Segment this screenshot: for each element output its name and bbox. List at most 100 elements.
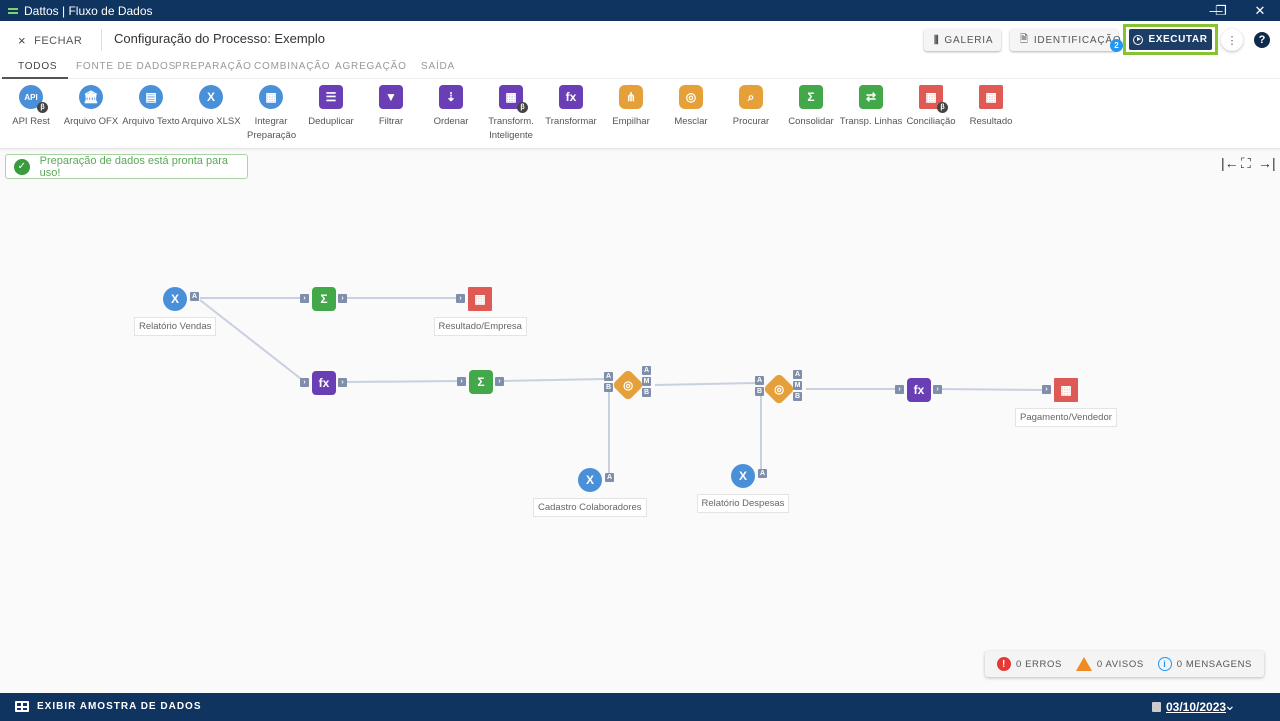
flow-node-result[interactable]: ▦ [1054,378,1078,402]
tool-arquivo-ofx[interactable]: 🏛Arquivo OFX [59,85,123,129]
expand-icon[interactable]: →| [1258,155,1276,171]
identification-badge: 2 [1110,39,1123,52]
tab-todos[interactable]: TODOS [18,61,58,72]
tool-transp-linhas[interactable]: ⇄Transp. Linhas [839,85,903,129]
tool-procurar[interactable]: ⌕Procurar [719,83,783,129]
input-port[interactable]: › [300,294,309,303]
flow-edge[interactable] [345,380,461,383]
result-icon: ▦ [979,85,1003,109]
execute-label: EXECUTAR [1148,34,1208,45]
page-header: × FECHAR Configuração do Processo: Exemp… [0,21,1280,57]
output-port[interactable]: M [642,377,651,386]
input-port[interactable]: › [456,294,465,303]
flow-node-source[interactable]: X [731,464,755,488]
tab-saida[interactable]: SAÍDA [421,61,456,72]
input-port[interactable]: › [1042,385,1051,394]
show-data-sample-button[interactable]: EXIBIR AMOSTRA DE DADOS [15,701,202,712]
input-port[interactable]: › [457,377,466,386]
output-port[interactable]: A [642,366,651,375]
smart-transform-icon: ▦β [499,85,528,113]
status-summary: ! 0 ERROS 0 AVISOS i 0 MENSAGENS [985,651,1264,677]
tab-combinacao[interactable]: COMBINAÇÃO [254,61,331,72]
identification-button[interactable]: 🗎 IDENTIFICAÇÃO [1010,29,1121,51]
fit-view-icon[interactable]: ⛶ [1241,155,1251,171]
flow-node-sum[interactable]: Σ [469,370,493,394]
tab-agregacao[interactable]: AGREGAÇÃO [335,61,407,72]
minimize-button[interactable]: — [1209,3,1223,18]
source-icon: X [585,473,594,487]
output-port[interactable]: M [793,381,802,390]
output-port[interactable]: A [605,473,614,482]
output-port[interactable]: A [190,292,199,301]
input-port[interactable]: A [755,376,764,385]
output-port[interactable]: › [495,377,504,386]
input-port[interactable]: B [604,383,613,392]
tool-ordenar[interactable]: ⇣Ordenar [419,85,483,129]
input-port[interactable]: › [300,378,309,387]
tool-label: Empilhar [612,116,650,127]
flow-edge[interactable] [502,378,605,382]
input-port[interactable]: A [604,372,613,381]
window-titlebar: Dattos | Fluxo de Dados — ❐ ✕ [0,0,1280,21]
close-window-button[interactable]: ✕ [1254,2,1266,18]
output-port[interactable]: A [758,469,767,478]
errors-status[interactable]: ! 0 ERROS [996,657,1062,671]
flow-node-source[interactable]: X [163,287,187,311]
flow-node-result[interactable]: ▦ [468,287,492,311]
tool-arquivo-texto[interactable]: ▤Arquivo Texto [119,85,183,129]
output-port[interactable]: › [338,294,347,303]
sort-icon: ⇣ [439,85,463,109]
flow-node-source[interactable]: X [578,468,602,492]
help-icon[interactable]: ? [1254,32,1270,48]
tool-label: Conciliação [906,116,956,127]
tool-glyph: ▦ [505,90,517,104]
bank-icon: 🏛 [79,85,103,109]
chevron-down-icon[interactable]: ⌄ [1224,697,1236,713]
flow-edge[interactable] [199,299,306,383]
tool-glyph: 🏛 [83,90,99,104]
tool-filtrar[interactable]: ▼Filtrar [359,85,423,129]
flow-node-function[interactable]: fx [312,371,336,395]
execute-highlight [1123,24,1218,55]
input-port[interactable]: › [895,385,904,394]
date-picker[interactable]: 03/10/2023 [1152,700,1226,714]
merge-icon: ◎ [623,378,633,392]
tool-empilhar[interactable]: ⋔ Empilhar [599,83,663,129]
flow-node-sum[interactable]: Σ [312,287,336,311]
tool-deduplicar[interactable]: ☰Deduplicar [299,85,363,129]
tool-resultado[interactable]: ▦Resultado [959,85,1023,129]
output-port[interactable]: B [642,388,651,397]
flow-edge[interactable] [654,382,757,386]
flow-node-function[interactable]: fx [907,378,931,402]
tool-glyph: ▼ [385,90,397,104]
node-label: Cadastro Colaboradores [533,498,647,517]
collapse-icon[interactable]: |← [1221,155,1239,171]
gallery-button[interactable]: ⫼ GALERIA [924,29,1001,51]
tab-preparacao[interactable]: PREPARAÇÃO [175,61,252,72]
input-port[interactable]: B [755,387,764,396]
execute-button[interactable]: EXECUTAR [1129,29,1212,50]
more-options-button[interactable]: ⋮ [1221,29,1243,51]
tool-integrar-prepara-o[interactable]: ▦Integrar Preparação [239,85,303,143]
flow-edge[interactable] [938,388,1046,391]
output-port[interactable]: › [933,385,942,394]
output-port[interactable]: › [338,378,347,387]
stack-icon: ⋔ [617,83,645,111]
restore-button[interactable]: ❐ [1215,2,1227,18]
output-port[interactable]: A [793,370,802,379]
messages-status[interactable]: i 0 MENSAGENS [1157,657,1252,671]
warnings-status[interactable]: 0 AVISOS [1075,657,1144,671]
close-button[interactable]: × FECHAR [18,33,82,48]
output-port[interactable]: B [793,392,802,401]
tool-mesclar[interactable]: ◎Mesclar [659,83,723,129]
tab-fonte-de-dados[interactable]: FONTE DE DADOS [76,61,177,72]
tool-glyph: ☰ [325,90,337,104]
tool-label: Arquivo XLSX [181,116,241,127]
